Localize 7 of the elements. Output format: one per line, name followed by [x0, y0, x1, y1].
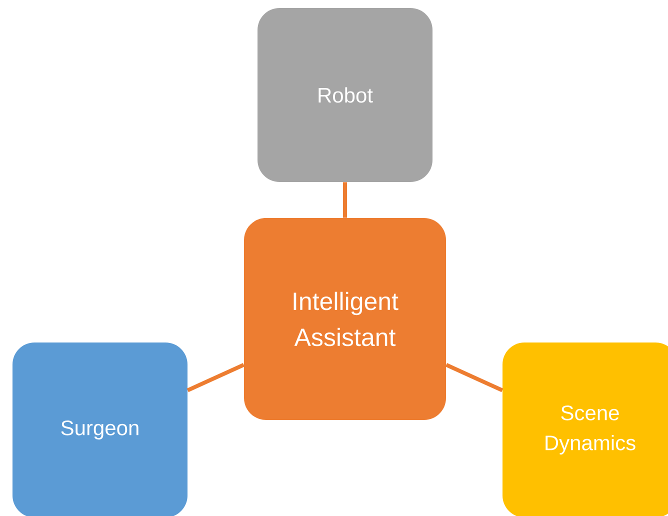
- rounded-box: Surgeon: [12, 342, 188, 516]
- rounded-box: Scene Dynamics: [502, 342, 668, 516]
- connector-line: [343, 182, 347, 218]
- connector-line: [186, 362, 245, 392]
- rounded-box: Robot: [258, 8, 432, 182]
- connector-line: [445, 363, 504, 392]
- rounded-box: Intelligent Assistant: [244, 218, 446, 420]
